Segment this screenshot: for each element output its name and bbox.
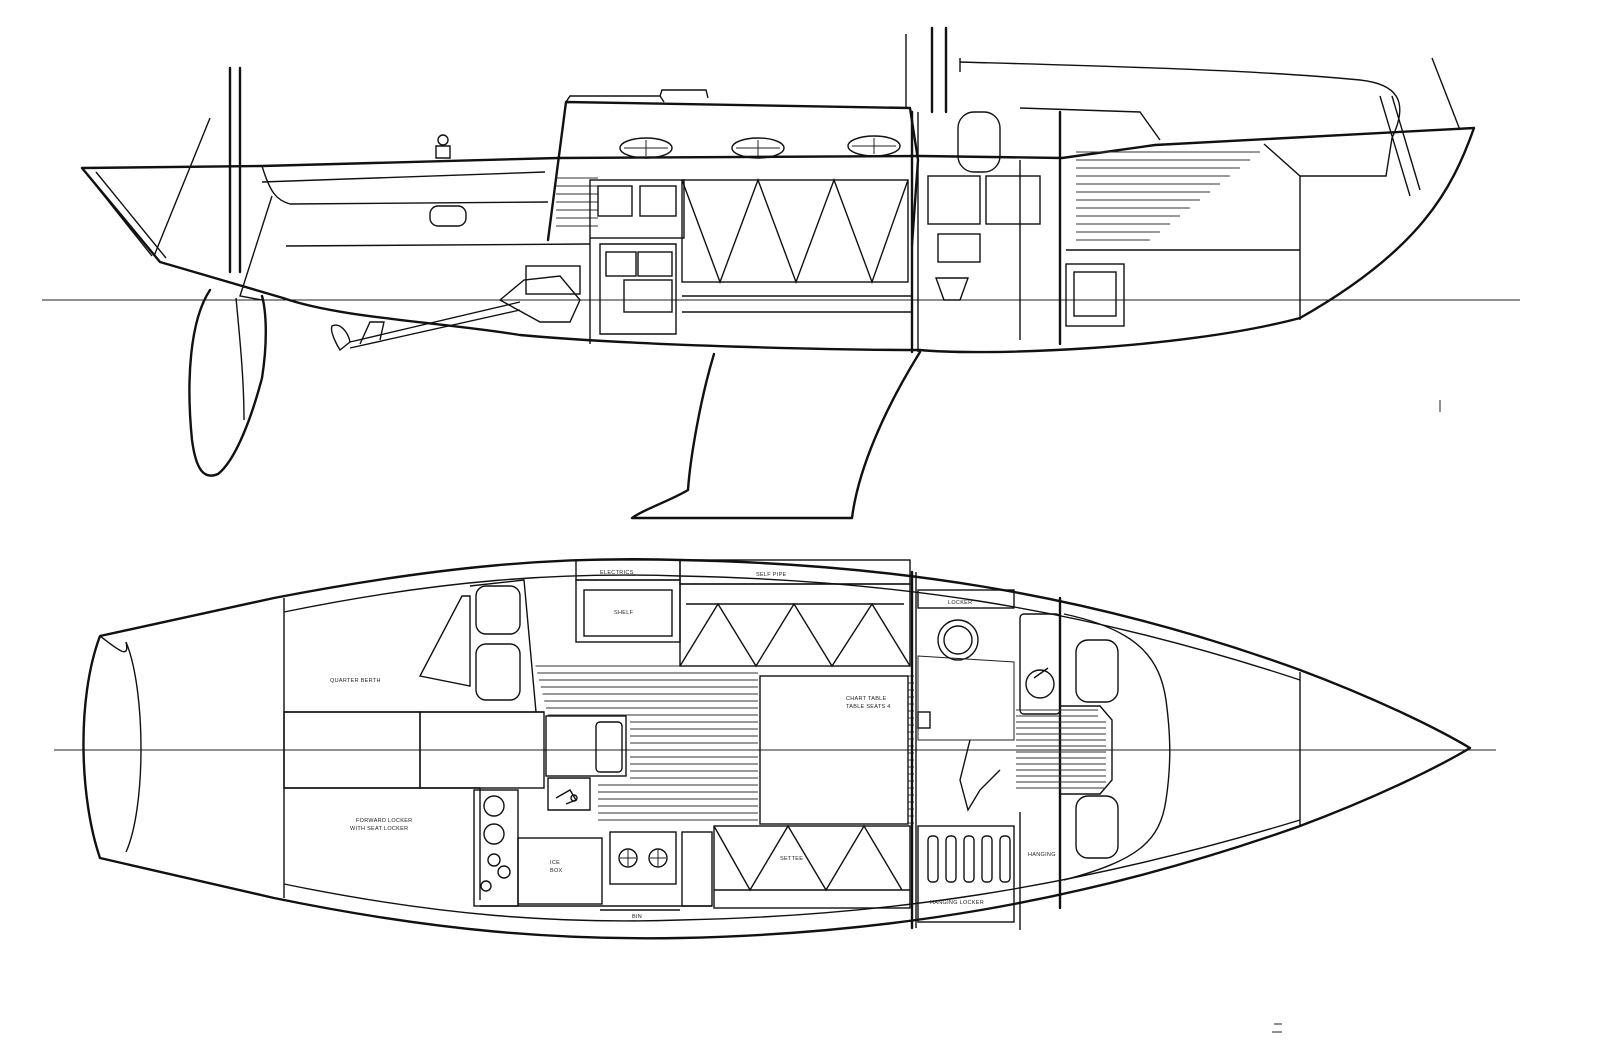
propeller-shaft <box>330 265 581 352</box>
galley: ICE BOX BIN <box>473 777 713 920</box>
label-shelf: SHELF <box>614 610 634 616</box>
label-locker: LOCKER <box>948 600 972 606</box>
label-ice: ICE <box>550 860 560 866</box>
label-hanging: HANGING <box>1028 852 1056 858</box>
cabin-hatching <box>556 177 598 227</box>
port-settee-plan <box>679 583 911 668</box>
forward-sole <box>1016 709 1106 789</box>
settee-profile <box>681 177 912 313</box>
keel <box>630 350 922 520</box>
saloon-sole <box>535 665 914 824</box>
companionway-steps <box>545 715 627 777</box>
plan-view: QUARTER BERTH FORWARD LOCKER WITH SEAT L… <box>54 557 1496 940</box>
rudder <box>188 288 267 477</box>
hull-profile <box>80 126 1476 354</box>
label-settee: SETTEE <box>780 856 803 862</box>
label-chart-table: CHART TABLE <box>846 696 887 702</box>
forward-hatching <box>1076 151 1260 241</box>
label-box: BOX <box>550 868 563 874</box>
hanging-locker: HANGING LOCKER <box>917 825 1015 923</box>
forestay <box>1431 57 1461 131</box>
label-table-note: TABLE SEATS 4 <box>846 704 891 710</box>
head-compartment-profile <box>927 111 1041 340</box>
mizzen-mast <box>153 66 273 301</box>
label-electrics: ELECTRICS <box>600 570 634 576</box>
stove <box>609 831 677 885</box>
starboard-settee-plan: SETTEE <box>713 824 911 909</box>
head-compartment: LOCKER <box>917 589 1061 812</box>
mast-profile <box>905 26 948 114</box>
saloon-table: CHART TABLE TABLE SEATS 4 <box>759 675 909 825</box>
v-berth <box>1058 596 1171 910</box>
cabin-trunk <box>546 100 920 247</box>
label-forward-locker: FORWARD LOCKER <box>356 818 412 824</box>
label-bin: BIN <box>632 914 642 920</box>
label-forward-locker-sub: WITH SEAT LOCKER <box>350 826 408 832</box>
label-hanging-locker: HANGING LOCKER <box>930 900 984 906</box>
label-self-pipe: SELF PIPE <box>756 572 787 578</box>
label-quarter-berth: QUARTER BERTH <box>330 678 381 684</box>
hull-plan <box>82 557 1472 940</box>
bow-pulpit <box>959 61 1401 139</box>
profile-view <box>42 26 1520 520</box>
cabin-portholes <box>619 135 901 159</box>
cockpit-port-window <box>429 205 467 227</box>
